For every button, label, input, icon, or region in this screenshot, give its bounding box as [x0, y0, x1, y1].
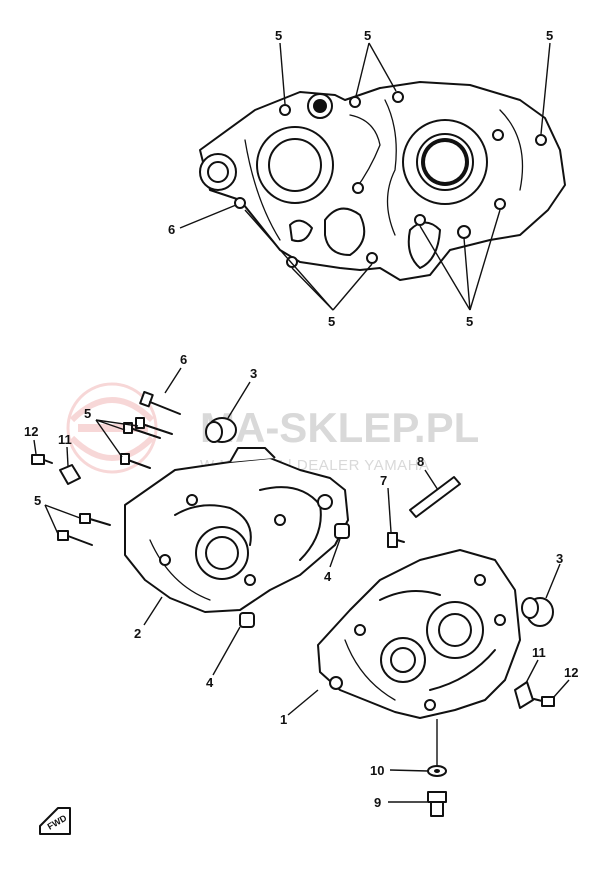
crankcase-left-half	[124, 447, 349, 613]
bolt-6	[139, 390, 181, 415]
callout-3: 3	[250, 366, 257, 381]
screw-12-left	[31, 454, 53, 465]
callout-6: 6	[180, 352, 187, 367]
bushing-3-upper	[205, 417, 237, 443]
forward-direction-icon: FWD	[39, 807, 71, 835]
clip-11-right	[514, 681, 534, 709]
callout-5: 5	[275, 28, 282, 43]
callout-5: 5	[546, 28, 553, 43]
crankcase-right-half	[317, 549, 521, 719]
callout-5: 5	[84, 406, 91, 421]
callout-5: 5	[34, 493, 41, 508]
callout-3: 3	[556, 551, 563, 566]
callout-5: 5	[328, 314, 335, 329]
callout-5: 5	[364, 28, 371, 43]
dowel-pin-8	[409, 476, 461, 518]
callout-7: 7	[380, 473, 387, 488]
dowel-4-upper	[334, 523, 350, 539]
clip-11-left	[59, 464, 81, 485]
watermark: MA-SKLEP.PL W NOWICZ | DEALER YAMAHA	[66, 382, 479, 474]
callout-5: 5	[466, 314, 473, 329]
bolts-5-left-pair	[57, 513, 111, 546]
callout-4: 4	[206, 675, 214, 690]
fitting-7	[387, 532, 405, 548]
callout-9: 9	[374, 795, 381, 810]
callout-8: 8	[417, 454, 424, 469]
dowel-4-lower	[239, 612, 255, 628]
screw-12-right	[533, 696, 555, 707]
bolts-5-group	[120, 417, 173, 469]
callout-11: 11	[532, 645, 546, 660]
callout-2: 2	[134, 626, 141, 641]
watermark-main-text: MA-SKLEP.PL	[200, 404, 479, 451]
callout-4: 4	[324, 569, 332, 584]
washer-10	[427, 765, 447, 777]
callout-6: 6	[168, 222, 175, 237]
callout-1: 1	[280, 712, 287, 727]
drain-plug-9	[427, 791, 447, 817]
callout-12: 12	[24, 424, 38, 439]
callout-11: 11	[58, 432, 72, 447]
bushing-3-lower	[521, 597, 554, 627]
callout-10: 10	[370, 763, 384, 778]
crankcase-gasket-top-view	[199, 81, 566, 281]
top-leader-lines	[179, 42, 551, 311]
callout-12: 12	[564, 665, 578, 680]
callout-labels: 5 5 5 6 5 5 6 3 5 12 11 5 8 7 4 2 4 3 11…	[24, 28, 578, 810]
lower-leader-lines	[33, 367, 570, 803]
